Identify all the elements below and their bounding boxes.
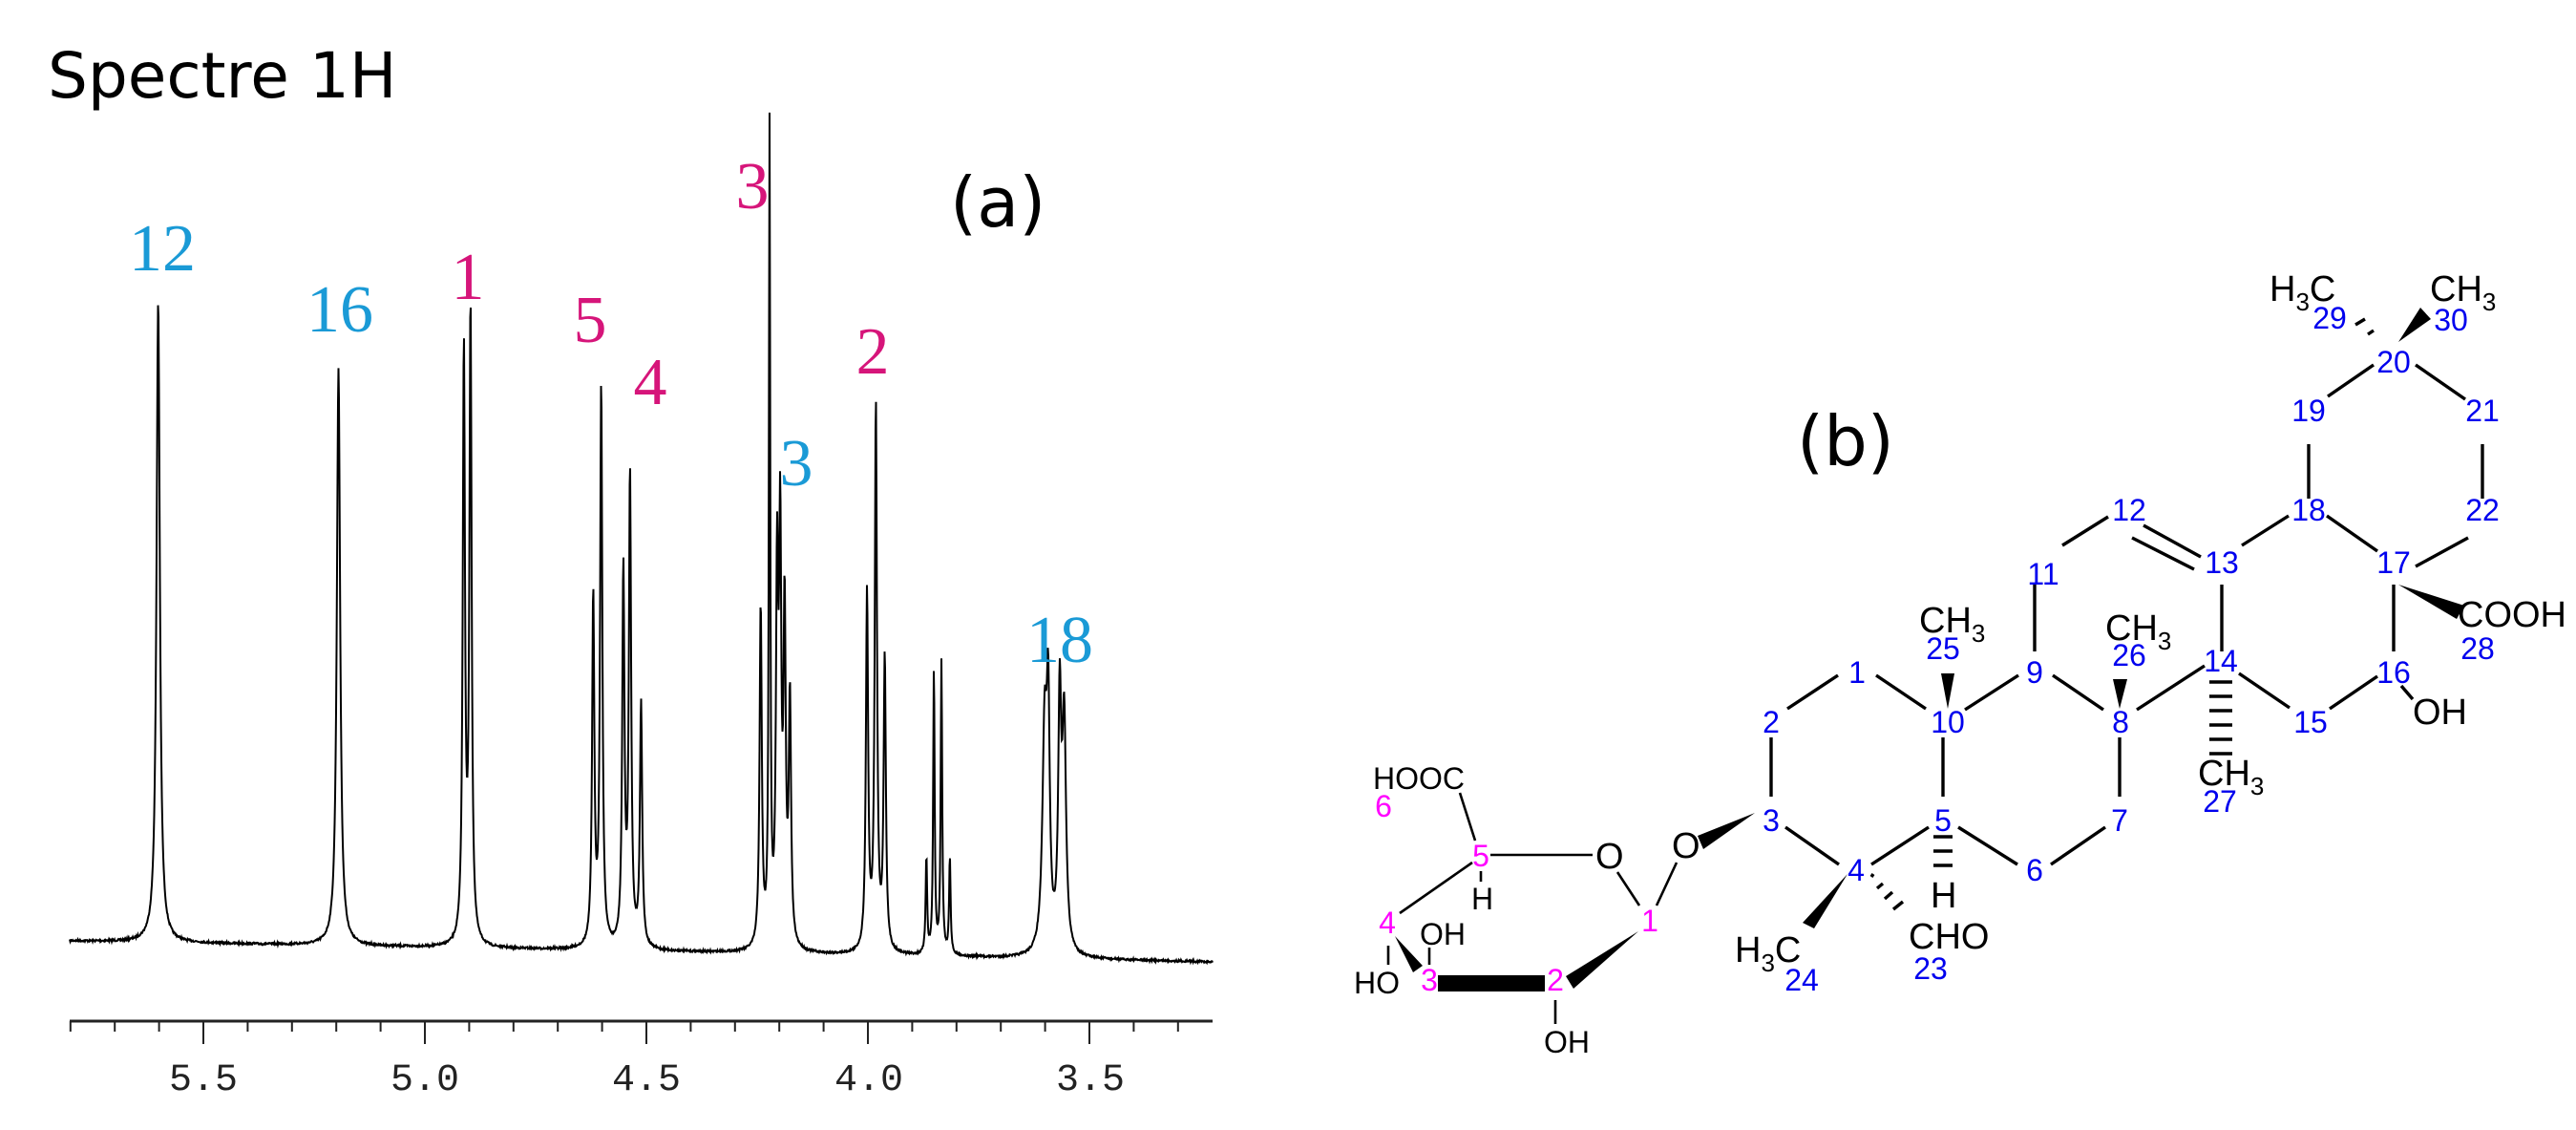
group-hooc-6: HOOC (1373, 761, 1465, 796)
atom-num-5: 5 (1934, 803, 1952, 838)
peak-label-2: 2 (856, 315, 890, 389)
group-h-sugar-5: H (1471, 882, 1493, 916)
spectrum-trace (69, 112, 1214, 966)
atom-num-21: 21 (2465, 394, 2500, 428)
nmr-spectrum-panel: (a) 12 16 1 5 4 3 3 2 18 5.5 5.0 4.5 4.0… (69, 112, 1214, 1102)
tick-label-5.5: 5.5 (169, 1059, 238, 1102)
glycosidic-oxygen: O (1672, 826, 1700, 866)
atom-num-2: 2 (1763, 705, 1780, 739)
peak-label-3-sugar: 3 (736, 150, 770, 224)
peak-label-18: 18 (1026, 604, 1093, 677)
group-ch3-26: CH3 (2105, 608, 2171, 655)
atom-num-14: 14 (2204, 644, 2238, 678)
tick-label-5.0: 5.0 (391, 1059, 459, 1102)
atom-num-1: 1 (1848, 655, 1866, 690)
atom-num-17: 17 (2376, 545, 2411, 580)
atom-num-16: 16 (2376, 655, 2411, 690)
group-cooh-28: COOH (2458, 595, 2566, 635)
figure-title: Spectre 1H (48, 39, 396, 113)
atom-num-30: 30 (2434, 303, 2468, 337)
sugar-atom-numbers: 1 2 3 4 5 6 (1375, 789, 1658, 997)
atom-num-19: 19 (2291, 394, 2326, 428)
functional-group-labels: CH3 CH3 CH3 H3C CHO H COOH OH H3C CH3 O … (1354, 269, 2566, 1059)
group-h-5: H (1931, 876, 1956, 916)
group-cho-23: CHO (1909, 917, 1989, 957)
x-axis-tick-labels: 5.5 5.0 4.5 4.0 3.5 (169, 1059, 1125, 1102)
sugar-num-4: 4 (1379, 906, 1396, 940)
atom-num-29: 29 (2312, 301, 2347, 335)
peak-label-16: 16 (306, 273, 373, 347)
structure-bonds (1386, 308, 2484, 1024)
group-oh-sugar-3: OH (1420, 917, 1466, 951)
ring-oxygen: O (1595, 837, 1624, 877)
group-ch3-30: CH3 (2430, 269, 2496, 316)
atom-num-27: 27 (2203, 784, 2237, 819)
atom-num-23: 23 (1913, 951, 1948, 986)
atom-num-18: 18 (2291, 493, 2326, 527)
panel-a-label: (a) (950, 162, 1045, 243)
peak-label-4: 4 (634, 346, 667, 419)
peak-label-1: 1 (452, 241, 485, 314)
atom-num-3: 3 (1763, 803, 1780, 838)
group-oh-16: OH (2413, 693, 2467, 733)
tick-label-4.0: 4.0 (834, 1059, 903, 1102)
atom-num-15: 15 (2293, 705, 2328, 739)
peak-label-5: 5 (574, 284, 607, 357)
atom-num-11: 11 (2027, 557, 2059, 591)
group-ch3-25: CH3 (1919, 601, 1985, 648)
group-oh-sugar-2: OH (1544, 1025, 1590, 1059)
atom-num-4: 4 (1848, 853, 1865, 887)
atom-num-20: 20 (2376, 345, 2411, 379)
atom-num-28: 28 (2460, 631, 2495, 666)
peak-labels: 12 16 1 5 4 3 3 2 18 (129, 150, 1093, 677)
group-h3c-24: H3C (1735, 930, 1801, 977)
panel-b-label: (b) (1797, 401, 1894, 481)
peak-label-3-aglycone: 3 (780, 427, 813, 501)
atom-num-13: 13 (2205, 545, 2239, 580)
sugar-num-3: 3 (1421, 963, 1438, 997)
sugar-num-5: 5 (1472, 839, 1489, 873)
sugar-num-1: 1 (1641, 904, 1658, 938)
group-ho-sugar-4: HO (1354, 966, 1400, 1000)
atom-num-10: 10 (1931, 705, 1965, 739)
tick-label-3.5: 3.5 (1056, 1059, 1125, 1102)
atom-num-9: 9 (2026, 655, 2043, 690)
atom-num-26: 26 (2112, 638, 2146, 672)
group-ch3-27: CH3 (2198, 754, 2264, 800)
atom-num-24: 24 (1784, 963, 1819, 997)
atom-num-25: 25 (1926, 631, 1960, 666)
sugar-num-2: 2 (1547, 963, 1564, 997)
x-axis-ticks (69, 1021, 1179, 1044)
group-h3c-29: H3C (2270, 269, 2335, 316)
atom-num-6: 6 (2026, 853, 2043, 887)
atom-num-8: 8 (2112, 705, 2129, 739)
sugar-num-6: 6 (1375, 789, 1392, 823)
chemical-structure-panel: (b) (1354, 269, 2566, 1059)
peak-label-12: 12 (129, 212, 196, 286)
aglycone-atom-numbers: 1 2 3 4 5 6 7 8 9 10 11 12 13 14 15 16 1… (1763, 301, 2500, 997)
atom-num-22: 22 (2465, 493, 2500, 527)
tick-label-4.5: 4.5 (612, 1059, 681, 1102)
atom-num-7: 7 (2111, 803, 2128, 838)
atom-num-12: 12 (2112, 493, 2146, 527)
